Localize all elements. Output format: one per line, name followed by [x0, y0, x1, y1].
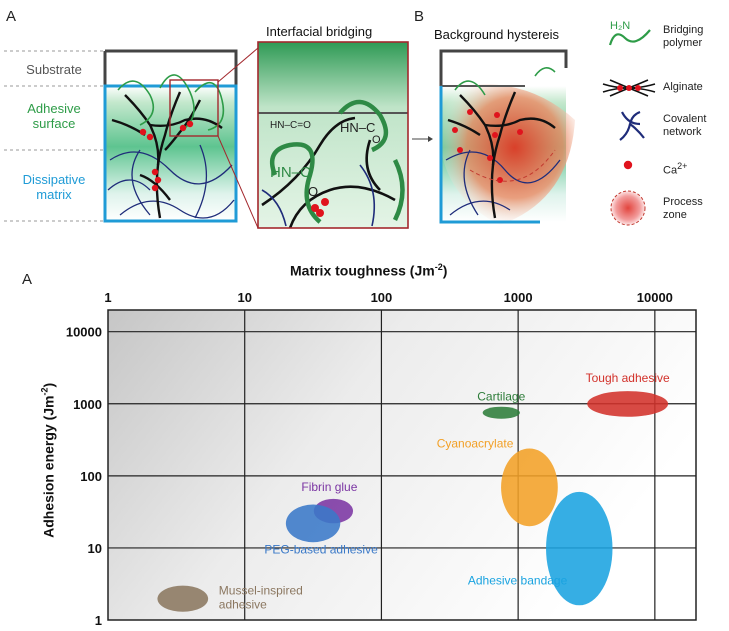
inset-chem-small: HN–C=O [270, 120, 311, 131]
toughness-adhesion-chart: 1 10 100 1000 10000 1 10 100 1000 10000 Tough adh… [66, 290, 697, 628]
dissipative-matrix-label: Dissipative matrix [8, 172, 100, 202]
region-cyanoacrylate [501, 448, 558, 527]
y-tick-label: 10 [88, 541, 102, 556]
y-tick-label: 10000 [66, 325, 102, 340]
covalent-network-icon [619, 110, 645, 141]
region-label-tough-adhesive: Tough adhesive [586, 371, 670, 385]
legend-covalent-network: Covalent network [663, 113, 706, 139]
inset-chem-big-hn: HN–C [270, 164, 311, 181]
x-tick-label: 1000 [504, 290, 533, 305]
x-axis-label-text: Matrix toughness (Jm [290, 262, 435, 279]
y-tick-label: 100 [80, 469, 102, 484]
alginate-icon [602, 79, 656, 97]
top-schematic [4, 29, 656, 229]
region-peg-based-adhesive [285, 504, 341, 543]
bridging-polymer-icon-text: H₂N [610, 20, 631, 32]
transition-arrow [412, 136, 433, 142]
panel-b-title: Background hystereis [434, 27, 560, 42]
legend-process-line1: Process [663, 196, 703, 208]
legend-calcium-text: Ca [663, 164, 678, 177]
region-labels: Tough adhesiveCartilageCyanoacrylateAdhe… [219, 371, 670, 612]
interfacial-bridging-inset [257, 41, 409, 229]
legend-covalent-line2: network [663, 126, 702, 138]
legend-alginate: Alginate [663, 81, 703, 93]
panel-b-letter: B [414, 8, 425, 25]
layer-guides [4, 50, 104, 222]
legend-process-line2: zone [663, 209, 687, 221]
legend-calcium: Ca2+ [663, 160, 687, 178]
region-cartilage [482, 406, 520, 419]
legend-bridging-polymer: Bridging polymer [663, 24, 703, 50]
material-regions [157, 391, 669, 612]
region-label-mussel-inspired-line2: adhesive [219, 598, 267, 612]
inset-chem-big-o: O [308, 184, 319, 199]
legend-covalent-line1: Covalent [663, 113, 707, 125]
matrix-label-line1: Dissipative [22, 172, 86, 187]
matrix-label-line2: matrix [36, 187, 72, 202]
calcium-ion-icon [623, 160, 633, 170]
adhesive-surface-label: Adhesive surface [8, 101, 100, 131]
legend-bridging-line1: Bridging [663, 24, 704, 36]
bridging-polymer-icon [608, 29, 651, 46]
adhesive-label-line1: Adhesive [27, 101, 81, 116]
legend-calcium-charge: 2+ [677, 161, 688, 171]
process-zone-icon [610, 190, 646, 226]
inset-chem-mid: HN–C [340, 120, 376, 135]
panel-a-schematic [103, 47, 259, 229]
x-tick-label: 10000 [637, 290, 673, 305]
region-label-cyanoacrylate: Cyanoacrylate [437, 436, 514, 450]
region-adhesive-bandage [546, 491, 613, 606]
x-tick-label: 100 [371, 290, 393, 305]
region-label-fibrin-glue: Fibrin glue [301, 480, 357, 494]
y-tick-label: 1000 [73, 397, 102, 412]
region-tough-adhesive [587, 391, 669, 417]
inset-title: Interfacial bridging [266, 24, 373, 39]
x-tick-label: 1 [104, 290, 111, 305]
panel-b-schematic [439, 49, 575, 226]
legend-process-zone: Process zone [663, 196, 703, 222]
region-label-cartilage: Cartilage [477, 390, 525, 404]
legend-bridging-line2: polymer [663, 37, 703, 49]
region-label-adhesive-bandage: Adhesive bandage [468, 574, 568, 588]
inset-chem-mid-o: O [372, 134, 381, 146]
x-axis-label-end: ) [442, 262, 448, 279]
y-tick-label: 1 [95, 613, 102, 628]
region-label-mussel-inspired: Mussel-inspired [219, 584, 303, 598]
panel-a-letter: A [6, 8, 17, 25]
chart-panel-letter: A [22, 271, 33, 288]
tick-labels: 1 10 100 1000 10000 1 10 100 1000 10000 [66, 290, 673, 628]
region-mussel-inspired [157, 585, 209, 612]
x-axis-label: Matrix toughness (Jm-2) [290, 262, 447, 279]
substrate-label: Substrate [26, 62, 82, 77]
x-axis-label-sup: -2 [434, 262, 443, 272]
adhesive-label-line2: surface [32, 116, 76, 131]
region-label-peg-based-adhesive: PEG-based adhesive [264, 542, 378, 556]
x-tick-label: 10 [237, 290, 251, 305]
